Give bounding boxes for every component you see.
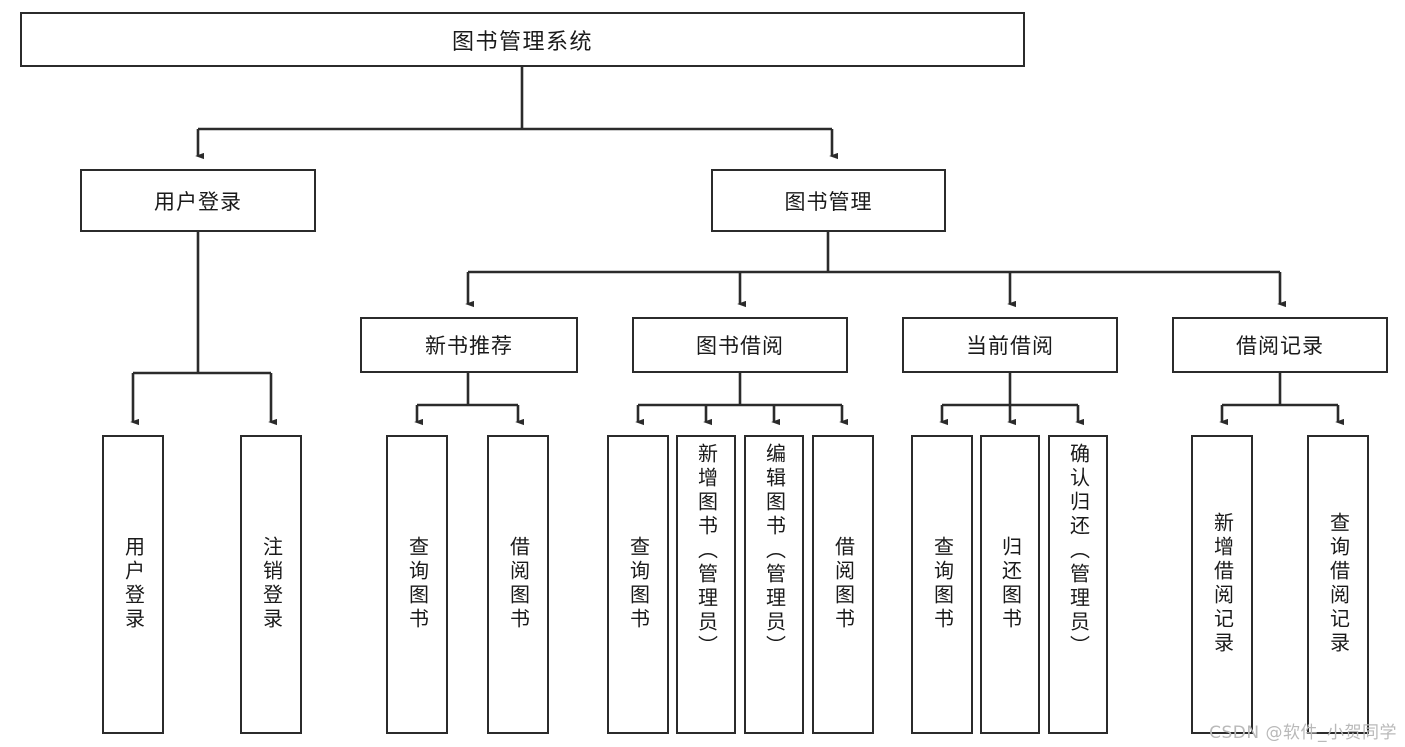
node-root-system[interactable]: 图书管理系统 bbox=[20, 12, 1025, 67]
leaf-user-login[interactable]: 用户登录 bbox=[102, 435, 164, 734]
leaf-label: 查询图书 bbox=[626, 535, 651, 632]
leaf-label: 借阅图书 bbox=[831, 535, 856, 632]
leaf-add-borrow-record[interactable]: 新增借阅记录 bbox=[1191, 435, 1253, 734]
leaf-query-borrow-record[interactable]: 查询借阅记录 bbox=[1307, 435, 1369, 734]
node-borrow-record[interactable]: 借阅记录 bbox=[1172, 317, 1388, 373]
leaf-label: 查询借阅记录 bbox=[1326, 511, 1351, 656]
leaf-label: 新增图书（管理员） bbox=[694, 443, 719, 659]
node-label: 图书管理 bbox=[784, 189, 873, 214]
node-label: 借阅记录 bbox=[1236, 334, 1324, 358]
watermark-text: CSDN @软件_小贺同学 bbox=[1209, 723, 1397, 743]
leaf-query-book-current[interactable]: 查询图书 bbox=[911, 435, 973, 734]
leaf-borrow-book[interactable]: 借阅图书 bbox=[812, 435, 874, 734]
leaf-confirm-return-admin[interactable]: 确认归还（管理员） bbox=[1048, 435, 1108, 734]
node-label: 当前借阅 bbox=[966, 334, 1054, 358]
leaf-label: 新增借阅记录 bbox=[1210, 511, 1235, 656]
leaf-borrow-book-recommend[interactable]: 借阅图书 bbox=[487, 435, 549, 734]
node-current-borrow[interactable]: 当前借阅 bbox=[902, 317, 1118, 373]
leaf-add-book-admin[interactable]: 新增图书（管理员） bbox=[676, 435, 736, 734]
leaf-label: 借阅图书 bbox=[506, 535, 531, 632]
leaf-label: 注销登录 bbox=[259, 535, 284, 632]
leaf-edit-book-admin[interactable]: 编辑图书（管理员） bbox=[744, 435, 804, 734]
leaf-label: 查询图书 bbox=[930, 535, 955, 632]
leaf-label: 确认归还（管理员） bbox=[1066, 443, 1091, 659]
node-book-borrow[interactable]: 图书借阅 bbox=[632, 317, 848, 373]
leaf-label: 查询图书 bbox=[405, 535, 430, 632]
leaf-return-book[interactable]: 归还图书 bbox=[980, 435, 1040, 734]
leaf-query-book-recommend[interactable]: 查询图书 bbox=[386, 435, 448, 734]
node-user-login[interactable]: 用户登录 bbox=[80, 169, 316, 232]
node-book-management[interactable]: 图书管理 bbox=[711, 169, 946, 232]
node-label: 图书借阅 bbox=[696, 334, 784, 358]
leaf-logout-login[interactable]: 注销登录 bbox=[240, 435, 302, 734]
leaf-label: 归还图书 bbox=[998, 535, 1023, 632]
node-new-book-recommend[interactable]: 新书推荐 bbox=[360, 317, 578, 373]
node-label: 用户登录 bbox=[154, 189, 242, 214]
leaf-label: 编辑图书（管理员） bbox=[762, 443, 787, 659]
leaf-query-book-borrow[interactable]: 查询图书 bbox=[607, 435, 669, 734]
node-label: 新书推荐 bbox=[425, 334, 513, 358]
node-label: 图书管理系统 bbox=[451, 29, 593, 55]
leaf-label: 用户登录 bbox=[121, 535, 146, 632]
